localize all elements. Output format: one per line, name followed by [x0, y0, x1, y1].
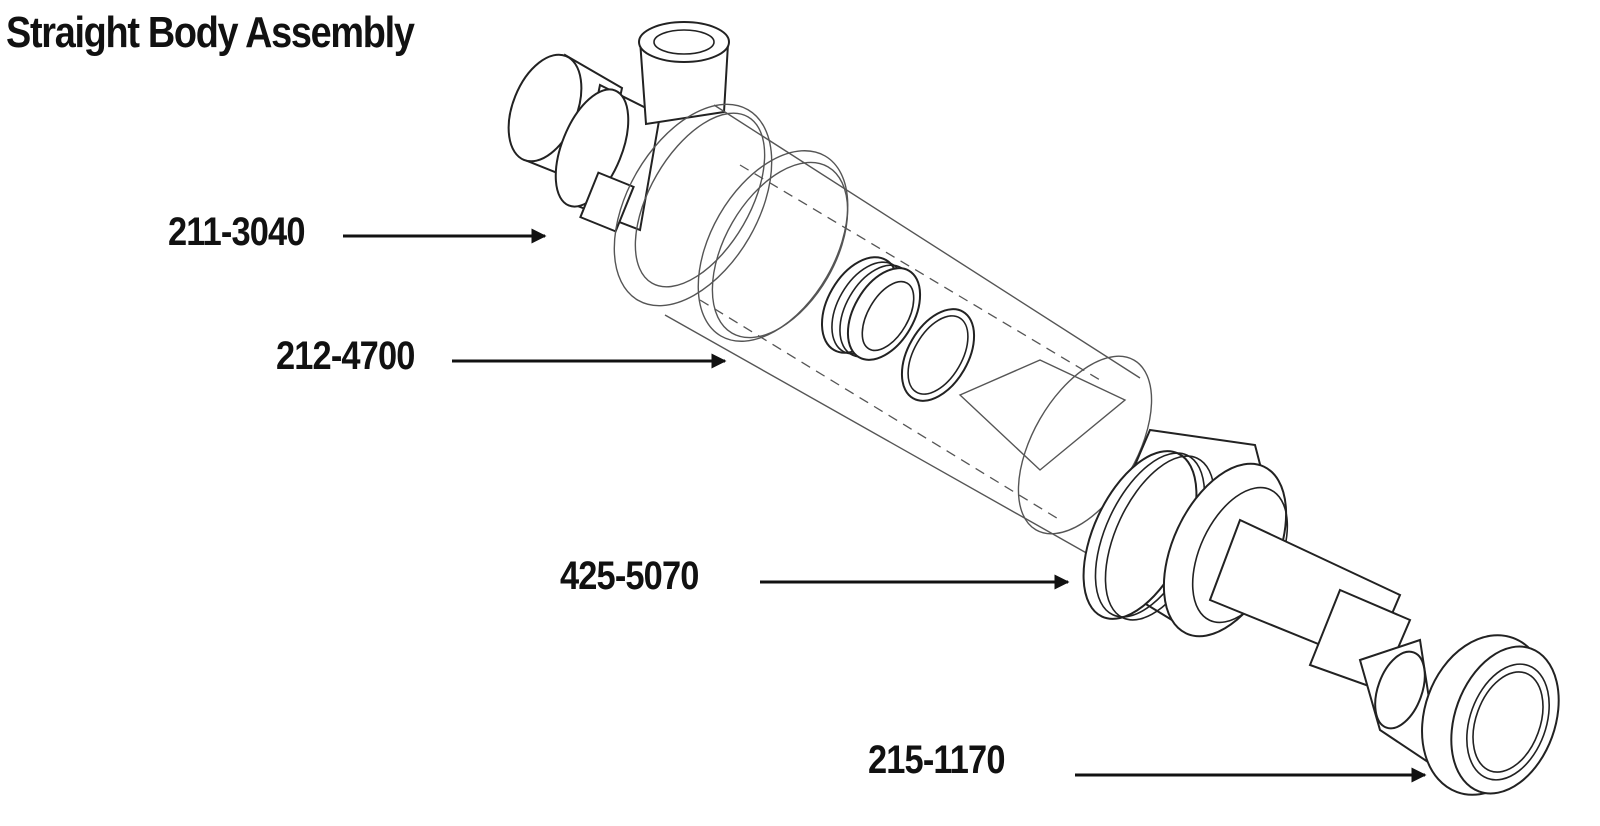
- threaded-adapter: [821, 256, 922, 361]
- part-label-211-3040: 211-3040: [168, 210, 305, 254]
- part-label-425-5070: 425-5070: [560, 554, 699, 598]
- part-label-212-4700: 212-4700: [276, 334, 415, 378]
- o-ring: [900, 308, 976, 402]
- union-425-5070: [1082, 428, 1412, 692]
- cylinder-212-4700: [613, 103, 1153, 556]
- diagram-title: Straight Body Assembly: [6, 8, 415, 57]
- part-label-215-1170: 215-1170: [868, 738, 1005, 782]
- leader-arrows: [343, 228, 1427, 783]
- body-211-3040: [507, 21, 730, 233]
- end-cap-215-1170: [1358, 634, 1560, 796]
